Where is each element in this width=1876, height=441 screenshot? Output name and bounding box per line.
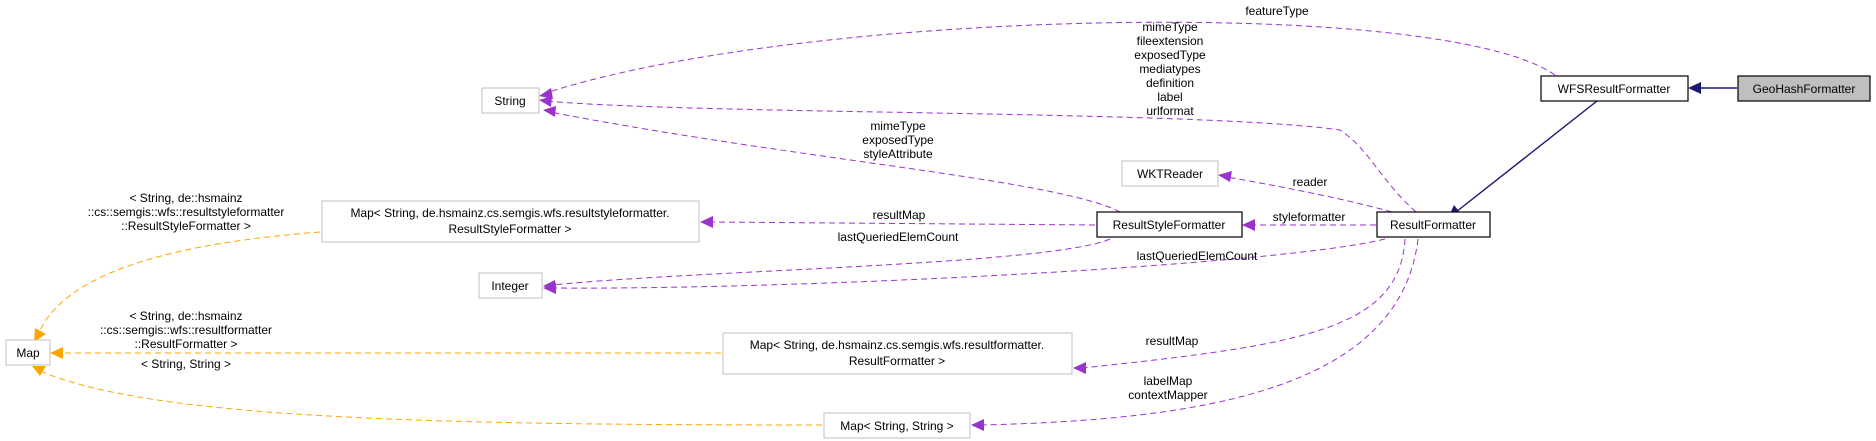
node-wktreader-label: WKTReader bbox=[1137, 167, 1203, 181]
label-labelmap-0: labelMap bbox=[1144, 374, 1193, 388]
label-lastqueried-rsf: lastQueriedElemCount bbox=[838, 230, 959, 244]
node-integer-label: Integer bbox=[491, 279, 528, 293]
label-rf-string-1: fileextension bbox=[1137, 34, 1204, 48]
label-tmpl-result-0: < String, de::hsmainz bbox=[129, 309, 242, 323]
label-resultmap-style: resultMap bbox=[873, 208, 926, 222]
label-rsf-string-2: styleAttribute bbox=[863, 147, 933, 161]
edge-resultmap-rf: resultMap bbox=[1073, 238, 1406, 374]
label-rf-string-4: definition bbox=[1146, 76, 1194, 90]
node-resultstyleformatter[interactable]: ResultStyleFormatter bbox=[1096, 211, 1243, 238]
node-map-rsf-label-2: ResultStyleFormatter > bbox=[448, 222, 571, 236]
node-resultstyleformatter-label: ResultStyleFormatter bbox=[1113, 218, 1226, 232]
label-labelmap-1: contextMapper bbox=[1128, 388, 1207, 402]
label-rsf-string-1: exposedType bbox=[862, 133, 934, 147]
label-resultmap-rf: resultMap bbox=[1146, 334, 1199, 348]
edge-geohash-to-wfs bbox=[1688, 82, 1737, 94]
label-rf-string-2: exposedType bbox=[1134, 48, 1206, 62]
edge-rsf-to-string: mimeType exposedType styleAttribute bbox=[543, 106, 1121, 213]
node-wktreader[interactable]: WKTReader bbox=[1121, 160, 1219, 187]
node-map-string-string[interactable]: Map< String, String > bbox=[823, 412, 971, 439]
label-rf-string-0: mimeType bbox=[1142, 20, 1198, 34]
edge-resultformatter-to-string: mimeType fileextension exposedType media… bbox=[539, 20, 1417, 213]
edge-styleformatter: styleformatter bbox=[1242, 210, 1376, 231]
node-map-label: Map bbox=[16, 346, 40, 360]
node-map-rf-label-1: Map< String, de.hsmainz.cs.semgis.wfs.re… bbox=[750, 338, 1044, 352]
label-rsf-string-0: mimeType bbox=[870, 119, 926, 133]
edge-lastqueried-rf: lastQueriedElemCount bbox=[543, 238, 1386, 294]
node-geohashformatter-label: GeoHashFormatter bbox=[1753, 82, 1856, 96]
node-map-rsf-label-1: Map< String, de.hsmainz.cs.semgis.wfs.re… bbox=[350, 206, 669, 220]
edge-resultmap-style: resultMap bbox=[700, 208, 1096, 228]
node-resultformatter[interactable]: ResultFormatter bbox=[1376, 211, 1491, 238]
node-resultformatter-label: ResultFormatter bbox=[1390, 218, 1476, 232]
node-map-resultformatter[interactable]: Map< String, de.hsmainz.cs.semgis.wfs.re… bbox=[722, 332, 1073, 375]
label-tmpl-result-1: ::cs::semgis::wfs::resultformatter bbox=[100, 323, 272, 337]
label-lastqueried-rf: lastQueriedElemCount bbox=[1137, 249, 1258, 263]
node-map[interactable]: Map bbox=[5, 339, 51, 366]
label-tmpl-result-2: ::ResultFormatter > bbox=[134, 337, 237, 351]
label-tmpl-style-1: ::cs::semgis::wfs::resultstyleformatter bbox=[88, 205, 285, 219]
label-styleformatter: styleformatter bbox=[1273, 210, 1346, 224]
node-string-label: String bbox=[494, 94, 525, 108]
node-string[interactable]: String bbox=[481, 87, 540, 114]
edge-template-ss: < String, String > bbox=[32, 357, 823, 426]
node-map-string-string-label: Map< String, String > bbox=[840, 419, 953, 433]
label-rf-string-6: urlformat bbox=[1146, 104, 1194, 118]
label-tmpl-style-0: < String, de::hsmainz bbox=[129, 191, 242, 205]
edge-featuretype: featureType bbox=[539, 4, 1556, 99]
edge-reader: reader bbox=[1218, 171, 1393, 213]
node-geohashformatter[interactable]: GeoHashFormatter bbox=[1737, 75, 1871, 102]
label-featuretype: featureType bbox=[1245, 4, 1309, 18]
node-wfsresultformatter-label: WFSResultFormatter bbox=[1558, 82, 1671, 96]
edge-template-style: < String, de::hsmainz ::cs::semgis::wfs:… bbox=[34, 191, 321, 342]
label-reader: reader bbox=[1293, 175, 1328, 189]
edge-labelmap: labelMap contextMapper bbox=[971, 238, 1419, 431]
label-tmpl-style-2: ::ResultStyleFormatter > bbox=[121, 219, 251, 233]
label-rf-string-3: mediatypes bbox=[1139, 62, 1200, 76]
label-rf-string-5: label bbox=[1157, 90, 1182, 104]
edge-template-result: < String, de::hsmainz ::cs::semgis::wfs:… bbox=[50, 309, 721, 359]
node-integer[interactable]: Integer bbox=[478, 272, 543, 299]
label-tmpl-ss: < String, String > bbox=[141, 357, 231, 371]
node-map-resultstyleformatter[interactable]: Map< String, de.hsmainz.cs.semgis.wfs.re… bbox=[321, 200, 700, 243]
edge-resultformatter-to-wfs bbox=[1448, 100, 1598, 218]
node-wfsresultformatter[interactable]: WFSResultFormatter bbox=[1540, 75, 1689, 102]
node-map-rf-label-2: ResultFormatter > bbox=[849, 354, 945, 368]
